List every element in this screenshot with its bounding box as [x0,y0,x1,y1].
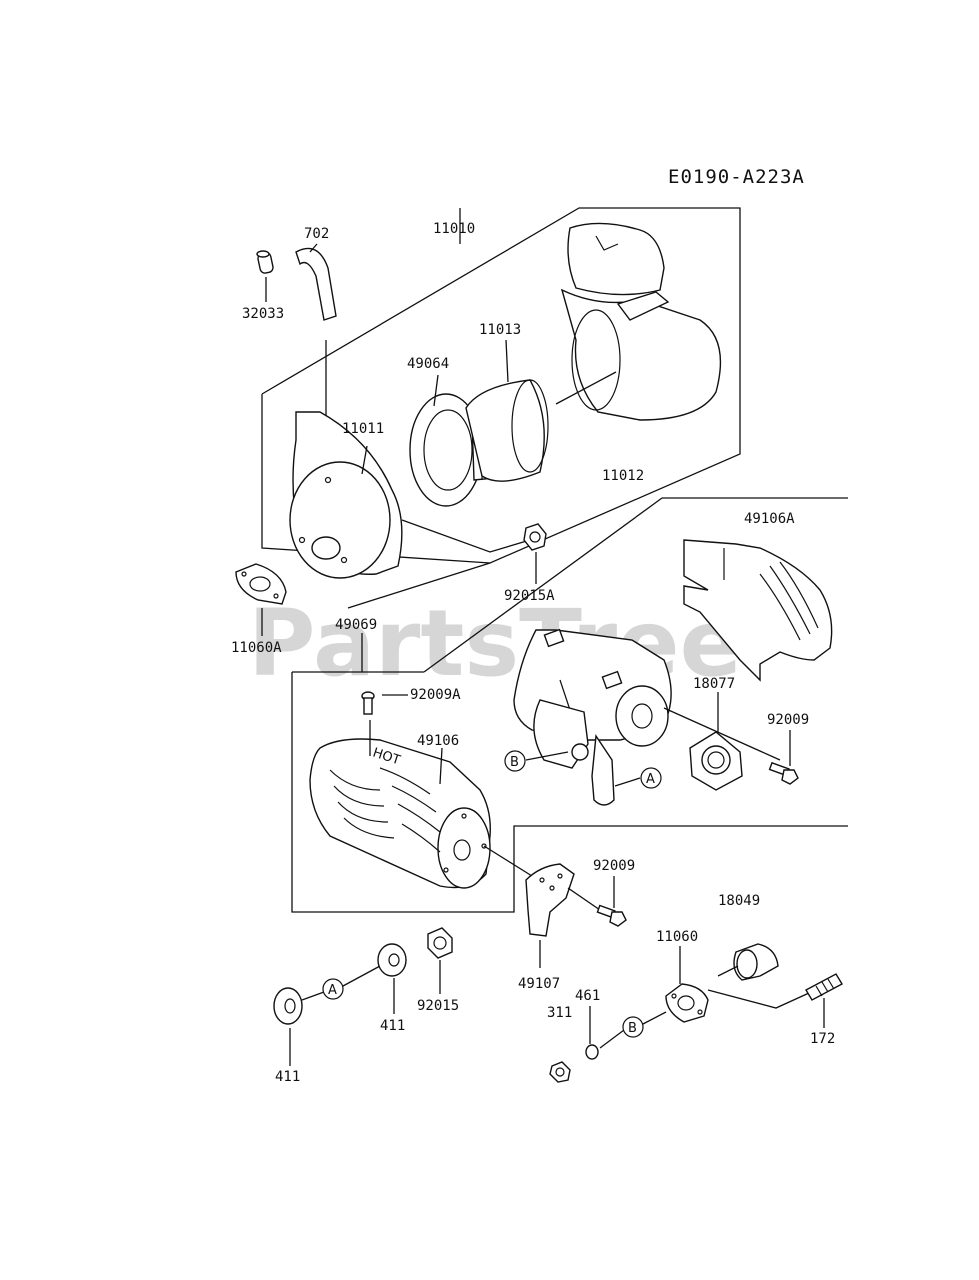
leader-11011 [361,445,368,475]
air-cleaner-base-11011[interactable] [289,411,403,579]
label-49069[interactable]: 49069 [335,617,377,633]
label-411-left[interactable]: 411 [275,1069,300,1085]
svg-text:B: B [510,755,519,770]
nut-92015A[interactable] [523,523,547,551]
label-461[interactable]: 461 [575,988,600,1004]
label-411-middle[interactable]: 411 [380,1018,405,1034]
cover-to-bracket-line [483,845,533,877]
muffler-to-bolt-line [663,707,781,761]
pin-32033[interactable] [256,250,274,274]
bracket-49107[interactable] [525,863,575,937]
label-18077[interactable]: 18077 [693,676,735,692]
callout-a-upper: A [640,767,662,789]
leader-49064 [433,374,439,407]
label-11060[interactable]: 11060 [656,929,698,945]
label-49106A[interactable]: 49106A [744,511,795,527]
svg-text:B: B [628,1021,637,1036]
leader-49106 [439,747,443,785]
label-172[interactable]: 172 [810,1031,835,1047]
callout-b-upper: B [504,750,526,772]
diagram-code: E0190-A223A [668,166,805,188]
washer-411-middle[interactable] [377,943,407,977]
sleeve-line [717,965,739,977]
filter-cover-11013[interactable] [465,379,549,482]
label-92009-lower[interactable]: 92009 [593,858,635,874]
muffler-body[interactable] [513,628,672,806]
hose-702[interactable] [295,247,337,321]
sleeve-18049[interactable] [733,943,779,981]
leader-702 [309,243,318,253]
nut-92015[interactable] [427,927,453,959]
leader-callout-A-upper [614,777,641,787]
spark-arrester-18077[interactable] [689,731,743,791]
leader-11013 [505,339,509,383]
muffler-section-frame [423,497,848,673]
frame-bottom-edge [347,562,491,609]
bolt-92009-lower[interactable] [596,904,627,927]
muffler-cover-49106[interactable]: HOT [309,738,491,889]
gasket-11060[interactable] [665,983,709,1023]
callout-b-lower: B [622,1016,644,1038]
label-92015[interactable]: 92015 [417,998,459,1014]
strap-housing-11012[interactable] [560,222,722,421]
svg-text:A: A [646,772,655,787]
washer-to-callout-b-line [599,1029,625,1049]
gasket-to-stud-line [707,987,821,1009]
label-11010[interactable]: 11010 [433,221,475,237]
label-11011[interactable]: 11011 [342,421,384,437]
callout-to-gasket-line [642,1011,667,1025]
label-92009A[interactable]: 92009A [410,687,461,703]
muffler-box [291,672,848,913]
leader-callout-B-upper [525,751,569,761]
label-702[interactable]: 702 [304,226,329,242]
nut-311[interactable] [549,1061,571,1083]
bolt-92009-right[interactable] [768,761,799,785]
lock-washer-461[interactable] [585,1044,599,1060]
label-32033[interactable]: 32033 [242,306,284,322]
callout-a-lower: A [322,978,344,1000]
connection-92015A [401,519,531,553]
label-18049[interactable]: 18049 [718,893,760,909]
label-311[interactable]: 311 [547,1005,572,1021]
heat-shield-49106A[interactable] [683,539,833,682]
washer-411-left[interactable] [273,987,303,1025]
stud-172[interactable] [805,973,843,1001]
label-49064[interactable]: 49064 [407,356,449,372]
label-11060A[interactable]: 11060A [231,640,282,656]
svg-text:A: A [328,983,337,998]
bracket-to-bolt-line [567,887,601,911]
leader-11012 [555,371,617,405]
washer-to-callout-line [301,991,325,1001]
label-49106[interactable]: 49106 [417,733,459,749]
label-11012[interactable]: 11012 [602,468,644,484]
screw-92009A[interactable] [361,691,375,715]
label-92009-right[interactable]: 92009 [767,712,809,728]
air-cleaner-assembly-frame [261,207,741,564]
label-49107[interactable]: 49107 [518,976,560,992]
gasket-11060A[interactable] [235,563,287,605]
callout-to-washer-line [342,965,381,987]
label-11013[interactable]: 11013 [479,322,521,338]
label-92015A[interactable]: 92015A [504,588,555,604]
part-labels: 702 11010 32033 11013 49064 11011 11012 … [231,221,835,1085]
